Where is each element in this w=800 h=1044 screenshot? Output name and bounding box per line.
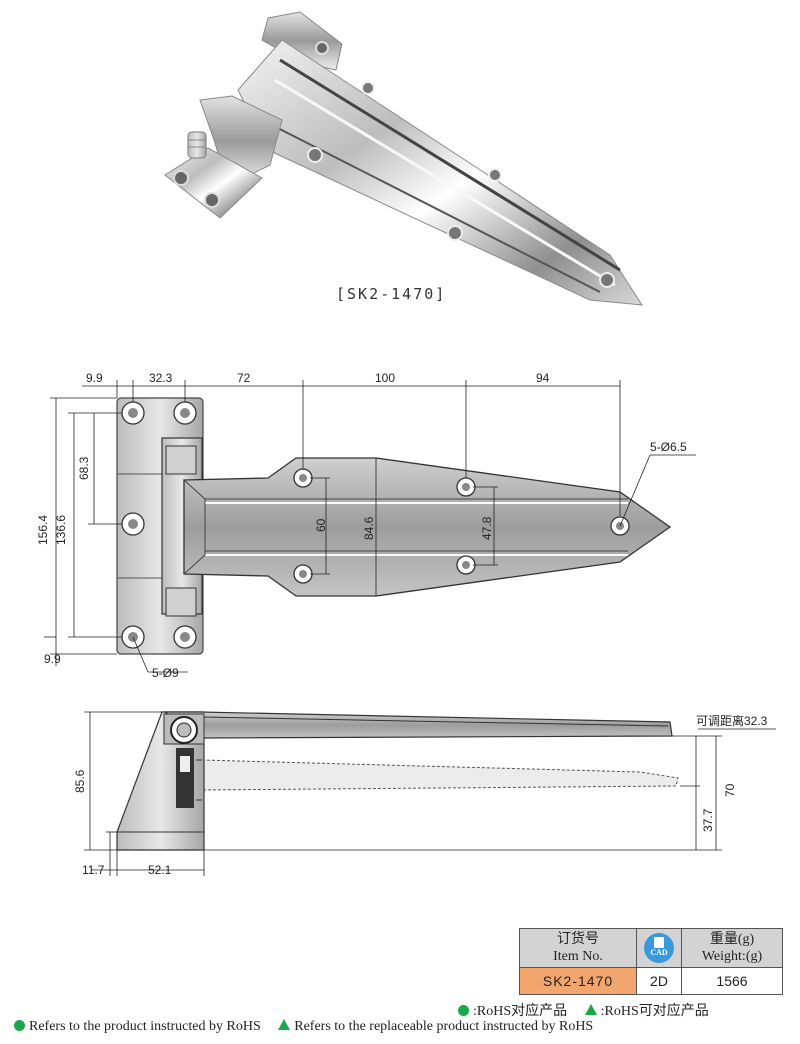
rohs-legend-cn: :RoHS对应产品 :RoHS可对应产品 xyxy=(458,1000,709,1020)
dimension-labels: 9.9 32.3 72 100 94 156.4 136.6 68.3 9.9 … xyxy=(36,371,768,877)
dim-hole-span: 136.6 xyxy=(54,515,68,545)
item-no-header-en: Item No. xyxy=(553,949,603,964)
dim-top-9-9: 9.9 xyxy=(86,371,103,385)
dim-overall-height: 156.4 xyxy=(36,515,50,545)
dim-top-72: 72 xyxy=(237,371,251,385)
weight-header: 重量(g) Weight:(g) xyxy=(681,928,783,968)
dim-37-7: 37.7 xyxy=(701,808,715,832)
product-caption: [SK2-1470] xyxy=(336,285,447,303)
item-no-header-cn: 订货号 xyxy=(557,932,599,947)
rohs-replaceable-triangle-icon xyxy=(584,1004,597,1015)
dim-top-94: 94 xyxy=(536,371,550,385)
dim-base-offset: 11.7 xyxy=(82,863,105,877)
dim-70: 70 xyxy=(723,783,737,797)
cad-header: CAD xyxy=(636,928,682,968)
callout-base-holes: 5-Ø9 xyxy=(152,666,179,680)
rohs-compliant-cn: :RoHS对应产品 xyxy=(473,1004,568,1019)
front-view xyxy=(116,397,672,655)
cad-format-value[interactable]: 2D xyxy=(636,967,682,995)
weight-value: 1566 xyxy=(681,967,783,995)
dim-bottom-margin: 9.9 xyxy=(44,652,61,666)
front-dimension-lines xyxy=(44,380,696,673)
dim-top-100: 100 xyxy=(375,371,395,385)
rohs-legend-en: Refers to the product instructed by RoHS… xyxy=(14,1019,593,1035)
rohs-compliant-en: Refers to the product instructed by RoHS xyxy=(29,1019,261,1034)
dim-side-height: 85.6 xyxy=(73,769,87,793)
side-dimension-lines xyxy=(84,711,776,876)
rohs-compliant-dot-icon-en xyxy=(14,1020,25,1031)
cad-icon[interactable]: CAD xyxy=(644,933,674,963)
rohs-replaceable-cn: :RoHS可对应产品 xyxy=(600,1004,709,1019)
weight-header-cn: 重量(g) xyxy=(709,932,755,947)
dim-60: 60 xyxy=(314,518,328,532)
dim-adjust-distance: 可调距离32.3 xyxy=(696,713,768,728)
side-view xyxy=(116,711,679,851)
dim-top-32-3: 32.3 xyxy=(149,371,173,385)
dim-upper-span: 68.3 xyxy=(77,456,91,480)
rohs-replaceable-en: Refers to the replaceable product instru… xyxy=(294,1019,594,1034)
rohs-replaceable-triangle-icon-en xyxy=(278,1019,291,1030)
cad-doc-icon xyxy=(654,937,664,948)
spec-table: 订货号 Item No. CAD 重量(g) Weight:(g) SK2-14… xyxy=(519,928,783,995)
callout-leaf-holes: 5-Ø6.5 xyxy=(650,440,687,454)
dim-base-width: 52.1 xyxy=(148,863,172,877)
item-no-value[interactable]: SK2-1470 xyxy=(519,967,637,995)
weight-header-en: Weight:(g) xyxy=(701,949,763,964)
product-illustration xyxy=(164,11,643,306)
dim-47-8: 47.8 xyxy=(480,516,494,540)
item-no-header: 订货号 Item No. xyxy=(519,928,637,968)
dim-84-6: 84.6 xyxy=(362,516,376,540)
cad-label: CAD xyxy=(650,948,668,957)
rohs-compliant-dot-icon xyxy=(458,1005,469,1016)
